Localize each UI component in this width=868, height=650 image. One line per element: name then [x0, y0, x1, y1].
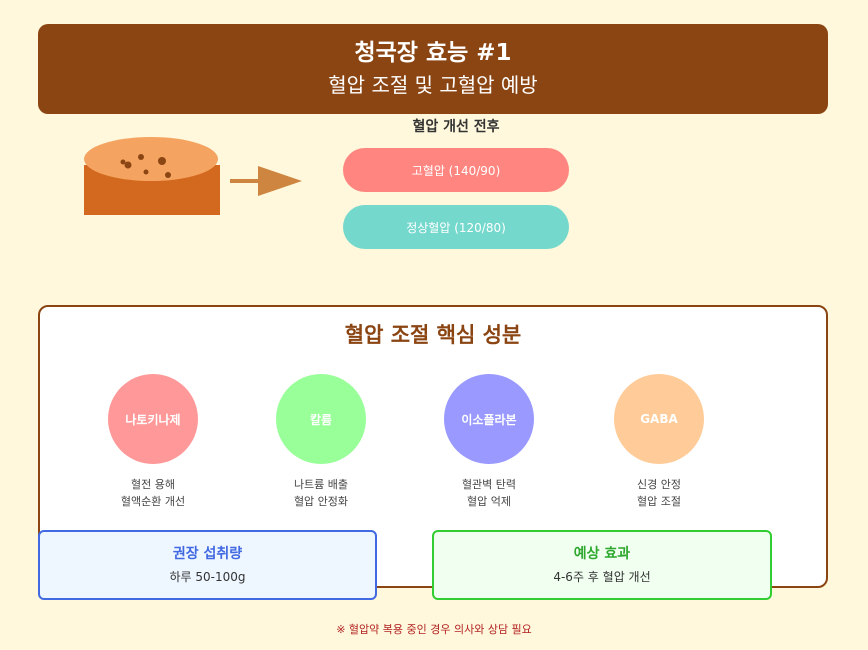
intake-text: 하루 50-100g	[169, 570, 246, 584]
component-desc: 신경 안정 혈압 조절	[589, 476, 729, 510]
component-desc: 나트륨 배출 혈압 안정화	[251, 476, 391, 510]
component-desc-line: 나트륨 배출	[293, 478, 349, 491]
component-circle: 이소플라본	[444, 374, 534, 464]
panel-title: 혈압 조절 핵심 성분	[344, 323, 522, 347]
component-desc-line: 혈압 억제	[467, 495, 511, 508]
component-circle: GABA	[614, 374, 704, 464]
component-circle: 칼륨	[276, 374, 366, 464]
component-desc-line: 혈액순환 개선	[120, 495, 186, 508]
high-bp-pill: 고혈압 (140/90)	[343, 148, 569, 192]
component-desc-line: 혈압 안정화	[293, 495, 349, 508]
component-potassium: 칼륨 나트륨 배출 혈압 안정화	[251, 374, 391, 510]
normal-bp-pill: 정상혈압 (120/80)	[343, 205, 569, 249]
effect-text: 4-6주 후 혈압 개선	[553, 570, 651, 584]
page-title: 청국장 효능 #1	[354, 40, 512, 66]
component-gaba: GABA 신경 안정 혈압 조절	[589, 374, 729, 510]
arrow-right-icon	[230, 166, 302, 196]
component-isoflavone: 이소플라본 혈관벽 탄력 혈압 억제	[419, 374, 559, 510]
component-desc-line: 혈압 조절	[637, 495, 681, 508]
component-desc-line: 신경 안정	[637, 478, 681, 491]
expected-effect-box: 예상 효과 4-6주 후 혈압 개선	[432, 530, 772, 600]
cheonggukjang-bowl-icon	[84, 137, 220, 215]
page-subtitle: 혈압 조절 및 고혈압 예방	[328, 73, 538, 97]
medical-warning: ※ 혈압약 복용 중인 경우 의사와 상담 필요	[336, 623, 532, 636]
component-desc-line: 혈관벽 탄력	[461, 478, 517, 491]
intake-title: 권장 섭취량	[172, 546, 243, 562]
component-desc: 혈전 용해 혈액순환 개선	[83, 476, 223, 510]
component-nattokinase: 나토키나제 혈전 용해 혈액순환 개선	[83, 374, 223, 510]
recommended-intake-box: 권장 섭취량 하루 50-100g	[38, 530, 377, 600]
title-banner: 청국장 효능 #1 혈압 조절 및 고혈압 예방	[38, 24, 828, 114]
component-desc-line: 혈전 용해	[131, 478, 175, 491]
component-circle: 나토키나제	[108, 374, 198, 464]
effect-title: 예상 효과	[573, 546, 631, 562]
component-desc: 혈관벽 탄력 혈압 억제	[419, 476, 559, 510]
bp-comparison-caption: 혈압 개선 전후	[412, 119, 500, 135]
